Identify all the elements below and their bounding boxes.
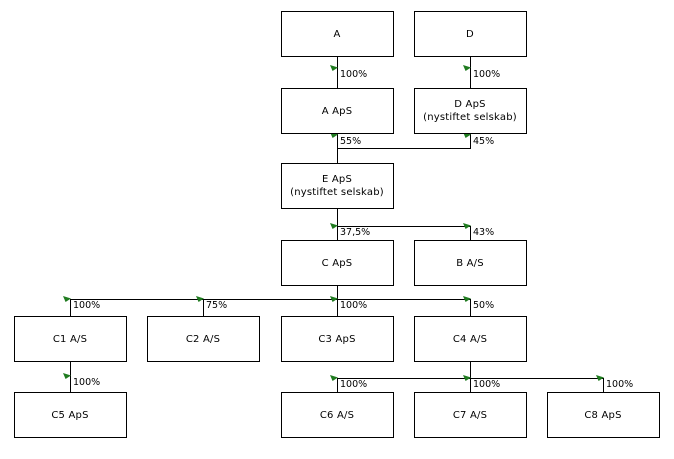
org-node-label: C2 A/S [185, 333, 221, 345]
ownership-percentage-label: 100% [340, 300, 368, 311]
org-node-C6: C6 A/S [280, 392, 394, 438]
org-node-D-ApS: D ApS (nystiftet selskab) [413, 88, 527, 134]
connector-line [337, 286, 338, 299]
connector-line [337, 209, 338, 240]
org-node-E-ApS: E ApS (nystiftet selskab) [280, 163, 394, 209]
connector-line [470, 378, 471, 392]
ownership-percentage-label: 100% [473, 69, 501, 80]
org-node-B-AS: B A/S [413, 240, 527, 286]
connector-line [70, 299, 471, 300]
ownership-percentage-label: 55% [340, 136, 362, 147]
ownership-percentage-label: 100% [606, 379, 634, 390]
org-node-label: C1 A/S [52, 333, 88, 345]
org-node-C2: C2 A/S [146, 316, 260, 362]
org-node-C1: C1 A/S [13, 316, 127, 362]
org-node-C3: C3 ApS [280, 316, 394, 362]
connector-arrow-icon [330, 375, 338, 381]
org-node-A: A [280, 11, 394, 57]
connector-arrow-icon [63, 373, 71, 379]
org-node-label: E ApS [321, 174, 353, 185]
connector-arrow-icon [330, 223, 338, 229]
org-node-C8: C8 ApS [546, 392, 660, 438]
ownership-percentage-label: 75% [206, 300, 228, 311]
org-node-label: C5 ApS [51, 409, 89, 421]
org-node-label: A ApS [321, 105, 353, 117]
connector-line [470, 226, 471, 240]
connector-arrow-icon [63, 296, 71, 302]
org-node-label: C4 A/S [452, 333, 488, 345]
org-node-D: D [413, 11, 527, 57]
org-node-label: A [333, 28, 341, 40]
ownership-percentage-label: 37,5% [340, 227, 371, 238]
connector-line [203, 299, 204, 316]
org-node-label: C8 ApS [584, 409, 622, 421]
connector-line [70, 362, 71, 392]
connector-arrow-icon [463, 296, 471, 302]
connector-line [470, 134, 471, 149]
connector-line [337, 299, 338, 316]
org-node-C4: C4 A/S [413, 316, 527, 362]
org-node-label: D [466, 28, 474, 40]
org-node-sublabel: (nystiftet selskab) [290, 187, 384, 198]
ownership-percentage-label: 43% [473, 227, 495, 238]
ownership-percentage-label: 50% [473, 300, 495, 311]
ownership-percentage-label: 100% [73, 377, 101, 388]
org-node-A-ApS: A ApS [280, 88, 394, 134]
connector-line [337, 378, 338, 392]
connector-line [603, 378, 604, 392]
connector-line [337, 57, 338, 88]
connector-arrow-icon [196, 296, 204, 302]
org-node-C5: C5 ApS [13, 392, 127, 438]
org-node-C7: C7 A/S [413, 392, 527, 438]
ownership-percentage-label: 100% [340, 379, 368, 390]
org-node-label: D ApS [454, 99, 486, 110]
org-node-C-ApS: C ApS [280, 240, 394, 286]
ownership-percentage-label: 100% [340, 69, 368, 80]
ownership-percentage-label: 100% [473, 379, 501, 390]
ownership-percentage-label: 100% [73, 300, 101, 311]
connector-arrow-icon [463, 65, 471, 71]
connector-arrow-icon [463, 132, 471, 138]
connector-line [70, 299, 71, 316]
connector-line [470, 57, 471, 88]
connector-arrow-icon [596, 375, 604, 381]
connector-arrow-icon [330, 296, 338, 302]
org-node-label: C3 ApS [318, 333, 356, 345]
org-node-sublabel: (nystiftet selskab) [423, 112, 517, 123]
connector-arrow-icon [330, 65, 338, 71]
org-node-label: C6 A/S [319, 409, 355, 421]
connector-line [470, 362, 471, 379]
connector-arrow-icon [463, 223, 471, 229]
connector-line [470, 299, 471, 316]
connector-line [337, 148, 471, 149]
org-node-label: C ApS [321, 257, 353, 269]
connector-line [337, 226, 471, 227]
ownership-percentage-label: 45% [473, 136, 495, 147]
connector-arrow-icon [463, 375, 471, 381]
org-node-label: C7 A/S [452, 409, 488, 421]
org-node-label: B A/S [456, 257, 484, 269]
connector-arrow-icon [330, 132, 338, 138]
